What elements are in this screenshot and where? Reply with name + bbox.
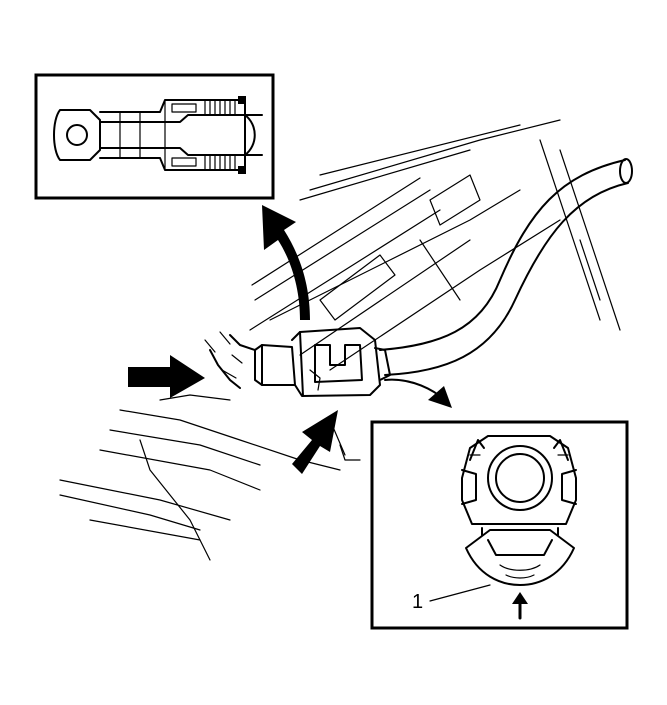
quick-connect-fitting	[204, 327, 391, 397]
curved-arrow-to-bottom-inset	[384, 378, 452, 408]
top-inset-cutaway	[34, 73, 275, 200]
push-arrow-bottom	[292, 410, 338, 474]
fuel-hose	[379, 158, 633, 376]
bottom-inset-retainer: 1	[370, 420, 629, 630]
callout-label-1: 1	[412, 591, 423, 613]
chassis-background-lines	[59, 119, 621, 561]
curved-arrow-to-top-inset	[262, 205, 310, 320]
push-arrow-left	[128, 355, 205, 398]
